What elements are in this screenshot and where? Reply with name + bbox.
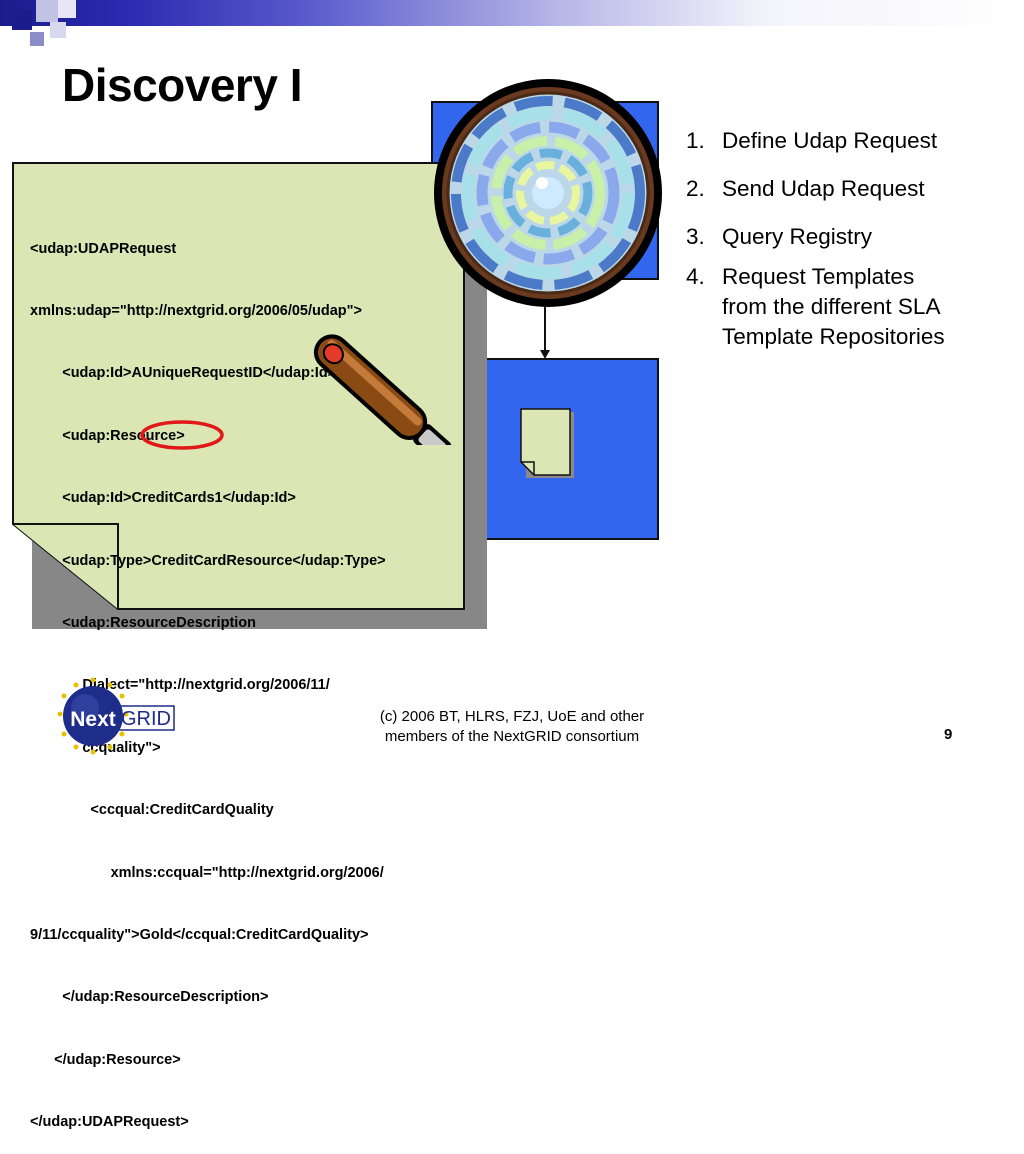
- code-line: <udap:ResourceDescription: [30, 614, 257, 631]
- connector-arrow: [544, 278, 546, 354]
- code-line: <udap:Id>CreditCards1</udap:Id>: [30, 490, 296, 507]
- decor-square: [50, 22, 66, 38]
- list-item: 4. Request Templates from the different …: [686, 262, 945, 352]
- page-number: 9: [944, 726, 953, 743]
- arrow-head-icon: [540, 350, 550, 359]
- logo-graphic: [57, 677, 175, 755]
- footer-line: members of the NextGRID consortium: [384, 728, 640, 745]
- footer-line: (c) 2006 BT, HLRS, FZJ, UoE and other: [379, 708, 645, 725]
- code-line: 9/11/ccquality">Gold</ccqual:CreditCardQ…: [30, 926, 369, 943]
- decor-square: [30, 32, 44, 46]
- magnifying-glass-icon: [313, 79, 662, 445]
- code-line: xmlns:ccqual="http://nextgrid.org/2006/: [30, 864, 384, 881]
- code-line: </udap:ResourceDescription>: [30, 989, 269, 1006]
- decor-square: [12, 10, 32, 30]
- step-text: Send Udap Request: [722, 176, 925, 201]
- list-item: 1. Define Udap Request: [686, 126, 945, 156]
- nextgrid-logo: Next GRID: [48, 676, 178, 758]
- list-item: 2. Send Udap Request: [686, 174, 945, 204]
- step-text: Query Registry: [722, 224, 873, 249]
- document-icon: [12, 162, 465, 610]
- code-line: Dialect="http://nextgrid.org/2006/11/: [30, 677, 330, 694]
- code-line: <ccqual:CreditCardQuality: [30, 802, 274, 819]
- code-line: </udap:Resource>: [30, 1051, 181, 1068]
- decor-square: [36, 0, 58, 22]
- template-document-icon: [520, 408, 574, 478]
- code-line: <udap:Type>CreditCardResource</udap:Type…: [30, 552, 386, 569]
- code-line: <udap:Id>AUniqueRequestID</udap:Id>: [30, 365, 337, 382]
- logo-text-grid: GRID: [121, 708, 171, 730]
- code-line: </udap:UDAPRequest>: [30, 1114, 189, 1131]
- title-bar-gradient: [0, 0, 1024, 26]
- page-title: Discovery I: [62, 59, 302, 111]
- step-number: 4.: [686, 264, 705, 289]
- logo-text-next: Next: [70, 708, 116, 731]
- list-item: 3. Query Registry: [686, 222, 945, 252]
- step-text: Request Templates from the different SLA…: [722, 264, 945, 349]
- steps-list: 1. Define Udap Request 2. Send Udap Requ…: [686, 126, 945, 370]
- step-number: 2.: [686, 176, 705, 201]
- step-number: 3.: [686, 224, 705, 249]
- step-number: 1.: [686, 128, 705, 153]
- step-text: Define Udap Request: [722, 128, 938, 153]
- highlight-circle: [140, 420, 224, 450]
- code-line: <udap:UDAPRequest: [30, 240, 177, 257]
- decor-square: [58, 0, 76, 18]
- code-line: xmlns:udap="http://nextgrid.org/2006/05/…: [30, 302, 363, 319]
- code-line: <udap:Resource>: [30, 427, 185, 444]
- footer-copyright: (c) 2006 BT, HLRS, FZJ, UoE and other me…: [312, 707, 712, 747]
